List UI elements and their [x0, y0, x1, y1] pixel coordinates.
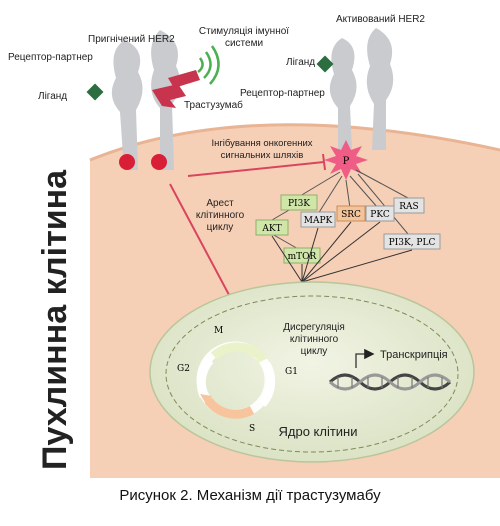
arrest-label-line2: клітинного — [196, 210, 245, 221]
tumor-cell-label: Пухлинна клітина — [36, 169, 74, 470]
cell-cycle-arrest-arrow — [169, 183, 237, 309]
inhibit-label-line2: сигнальних шляхів — [221, 150, 304, 161]
kinase-pi3k-plc: PI3K, PLC — [383, 233, 441, 250]
phase-s-label: S — [249, 424, 255, 434]
ligand-right-label: Ліганд — [286, 57, 315, 68]
signaling-connectors — [271, 169, 409, 251]
kinase-pi3k-plc-label: PI3K, PLC — [389, 238, 436, 248]
trastuzumab-antibody-icon — [152, 70, 200, 108]
partner-receptor-right-label: Рецептор-партнер — [240, 88, 325, 99]
inhibited-her2-label: Пригнічений HER2 — [88, 34, 175, 45]
kinase-ras-label: RAS — [399, 202, 418, 212]
ligand-right-icon — [316, 55, 334, 73]
kinase-mtor-label: mTOR — [288, 252, 317, 262]
kinase-akt-label: AKT — [261, 224, 281, 234]
activated-her2-label: Активований HER2 — [336, 14, 425, 25]
phase-g1-label: G1 — [285, 367, 298, 377]
ligand-left-label: Ліганд — [38, 91, 67, 102]
immune-label-line1: Стимуляція імунної — [199, 26, 289, 37]
inhibit-label-line1: Інгібування онкогенних — [211, 138, 312, 149]
immune-label-line2: системи — [225, 38, 263, 49]
nucleus-inner-ring — [165, 295, 459, 453]
transcription-label: Транскрипція — [380, 349, 448, 361]
kinase-domain-right — [151, 154, 167, 170]
nucleus-label: Ядро клітини — [278, 424, 357, 439]
transcription-arrow — [355, 348, 375, 368]
dysreg-label-line2: клітинного — [290, 334, 339, 345]
dysreg-label-line3: циклу — [301, 346, 328, 357]
trastuzumab-label: Трастузумаб — [184, 99, 243, 111]
dysreg-label-line1: Дисрегуляція — [283, 322, 345, 333]
kinase-akt: AKT — [255, 219, 289, 236]
kinase-pi3k: PI3K — [280, 194, 318, 211]
arrest-label-line1: Арест — [206, 198, 234, 209]
phase-g2-label: G2 — [177, 364, 190, 374]
inhibit-bar-tip — [322, 153, 326, 171]
kinase-pkc: PKC — [365, 205, 395, 222]
kinase-src: SRC — [336, 205, 366, 222]
cell-cycle-diagram — [196, 341, 276, 419]
kinase-domain-left — [119, 154, 135, 170]
kinase-mtor: mTOR — [283, 247, 321, 264]
kinase-ras: RAS — [393, 197, 425, 214]
kinase-src-label: SRC — [341, 210, 361, 220]
partner-receptor-left-label: Рецептор-партнер — [8, 52, 93, 63]
kinase-mapk-label: MAPK — [304, 216, 333, 226]
kinase-pkc-label: PKC — [370, 210, 390, 220]
inhibit-signaling-arrow — [187, 161, 325, 177]
figure-caption: Рисунок 2. Механізм дії трастузумабу — [119, 487, 381, 504]
activated-her2-receptor — [329, 28, 394, 150]
kinase-pi3k-label: PI3K — [288, 199, 310, 209]
dna-helix-icon — [328, 373, 452, 391]
ligand-left-icon — [86, 83, 104, 101]
kinase-mapk: MAPK — [300, 211, 336, 228]
phase-m-label: M — [214, 326, 223, 336]
immune-signal-waves-icon — [197, 45, 220, 85]
pathway-convergence-lines — [271, 221, 413, 283]
phospho-label: P — [343, 156, 350, 167]
arrest-label-line3: циклу — [207, 222, 234, 233]
